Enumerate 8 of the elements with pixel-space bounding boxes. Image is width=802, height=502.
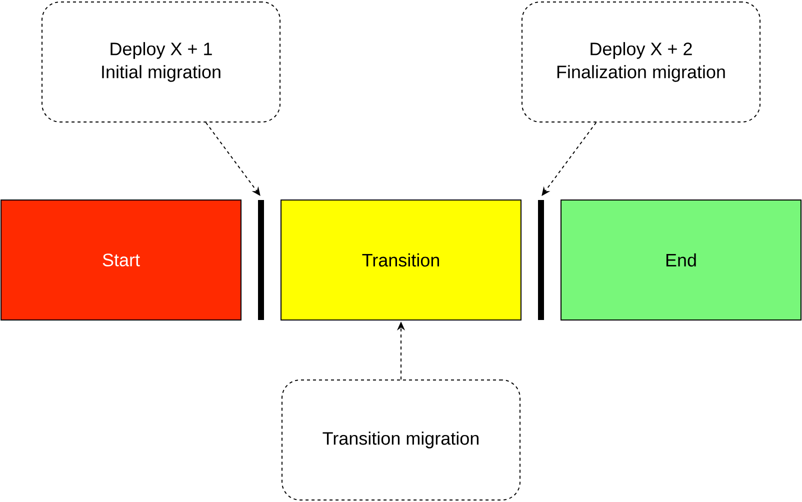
divider-bar	[258, 200, 264, 320]
note-box: Deploy X + 2 Finalization migration	[522, 2, 760, 122]
state-box: Transition	[280, 200, 522, 320]
divider-bar	[538, 200, 544, 320]
state-box: End	[560, 200, 802, 320]
note-box: Deploy X + 1 Initial migration	[42, 2, 280, 122]
note-box: Transition migration	[282, 380, 520, 500]
state-box: Start	[0, 200, 242, 320]
